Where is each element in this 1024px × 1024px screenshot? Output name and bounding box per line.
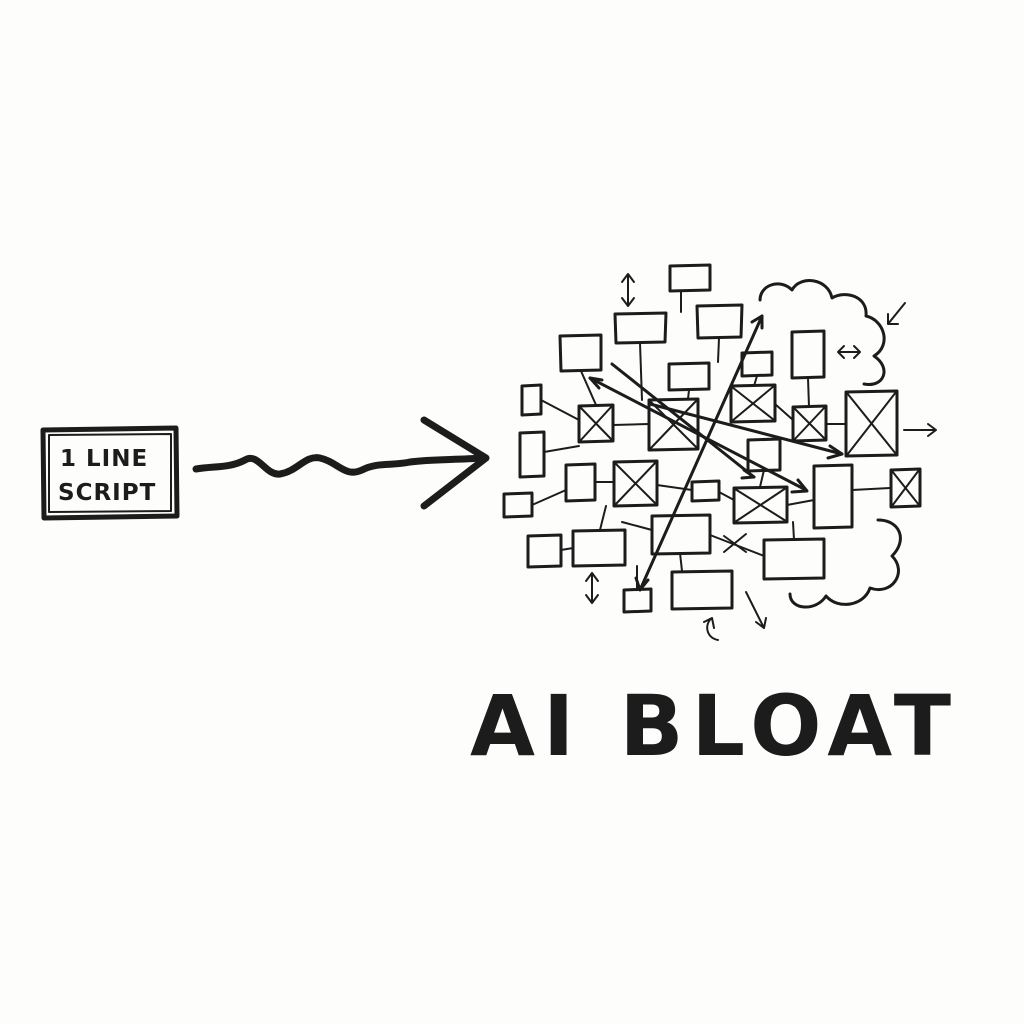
- double-arrow-horizontal: [837, 345, 861, 359]
- cluster-box: [740, 350, 774, 378]
- cluster-small-arrows: [585, 273, 937, 641]
- cluster-crossed-boxes: [577, 383, 922, 525]
- cluster-box: [812, 463, 854, 530]
- cluster-box: [650, 513, 712, 556]
- cluster-crossed-box: [889, 467, 922, 509]
- cluster-box: [564, 462, 597, 503]
- script-box-inner-outline: [48, 433, 172, 513]
- long-arrow-head: [634, 576, 650, 592]
- long-arrow: [610, 362, 756, 479]
- cluster-crossed-box: [791, 404, 828, 443]
- cluster-box: [622, 587, 653, 614]
- squiggle-arrow: [192, 416, 490, 510]
- cluster-box: [520, 383, 543, 417]
- long-arrow: [638, 314, 764, 592]
- cluster-box: [571, 528, 627, 568]
- cluster-box: [695, 303, 744, 340]
- long-arrow: [648, 402, 844, 456]
- long-arrow-head: [790, 478, 809, 494]
- small-curved-arrow: [703, 617, 719, 641]
- cluster-box: [613, 311, 668, 345]
- cluster-crossed-box: [647, 397, 700, 452]
- caption-title: AI BLOAT: [470, 677, 959, 775]
- cluster-crossed-box: [729, 383, 777, 424]
- cluster-box: [746, 437, 782, 473]
- cluster-crossed-box: [732, 485, 789, 525]
- script-box: 1 LINE SCRIPT: [40, 425, 180, 521]
- cluster-boxes: [502, 263, 854, 614]
- script-box-outline: [40, 425, 180, 521]
- script-box-line2: SCRIPT: [58, 480, 156, 506]
- cluster-crossed-box: [577, 403, 615, 444]
- double-arrow-vertical: [585, 572, 599, 604]
- cluster-box: [526, 533, 563, 569]
- cloud-outline: [758, 279, 886, 386]
- cluster-box: [558, 333, 603, 373]
- cluster-box: [502, 491, 534, 519]
- cluster-box: [518, 430, 546, 479]
- cluster-crossed-box: [844, 389, 899, 458]
- long-arrow-head: [588, 376, 604, 390]
- small-arrow: [887, 302, 906, 325]
- small-arrow: [745, 591, 767, 629]
- small-cross: [723, 533, 747, 553]
- squiggle-arrow-head: [420, 416, 490, 510]
- script-box-line1: 1 LINE: [60, 446, 148, 472]
- cluster-box: [668, 263, 712, 293]
- long-arrow-head: [750, 314, 764, 330]
- long-arrow-head: [826, 444, 844, 460]
- cluster-long-arrows: [588, 314, 844, 592]
- cluster-box: [762, 537, 826, 581]
- cluster-box: [670, 569, 734, 611]
- squiggle-arrow-shaft: [192, 454, 486, 478]
- cloud-outline-lower: [788, 518, 902, 609]
- cluster-box: [690, 479, 721, 503]
- long-arrow-head: [740, 468, 756, 480]
- cluster-crossed-box: [612, 459, 659, 508]
- bloat-cluster: [502, 263, 937, 641]
- cluster-box: [790, 329, 826, 380]
- small-arrow: [903, 423, 937, 437]
- long-arrow: [588, 376, 808, 492]
- cluster-box: [667, 361, 711, 392]
- double-arrow-vertical: [621, 273, 635, 307]
